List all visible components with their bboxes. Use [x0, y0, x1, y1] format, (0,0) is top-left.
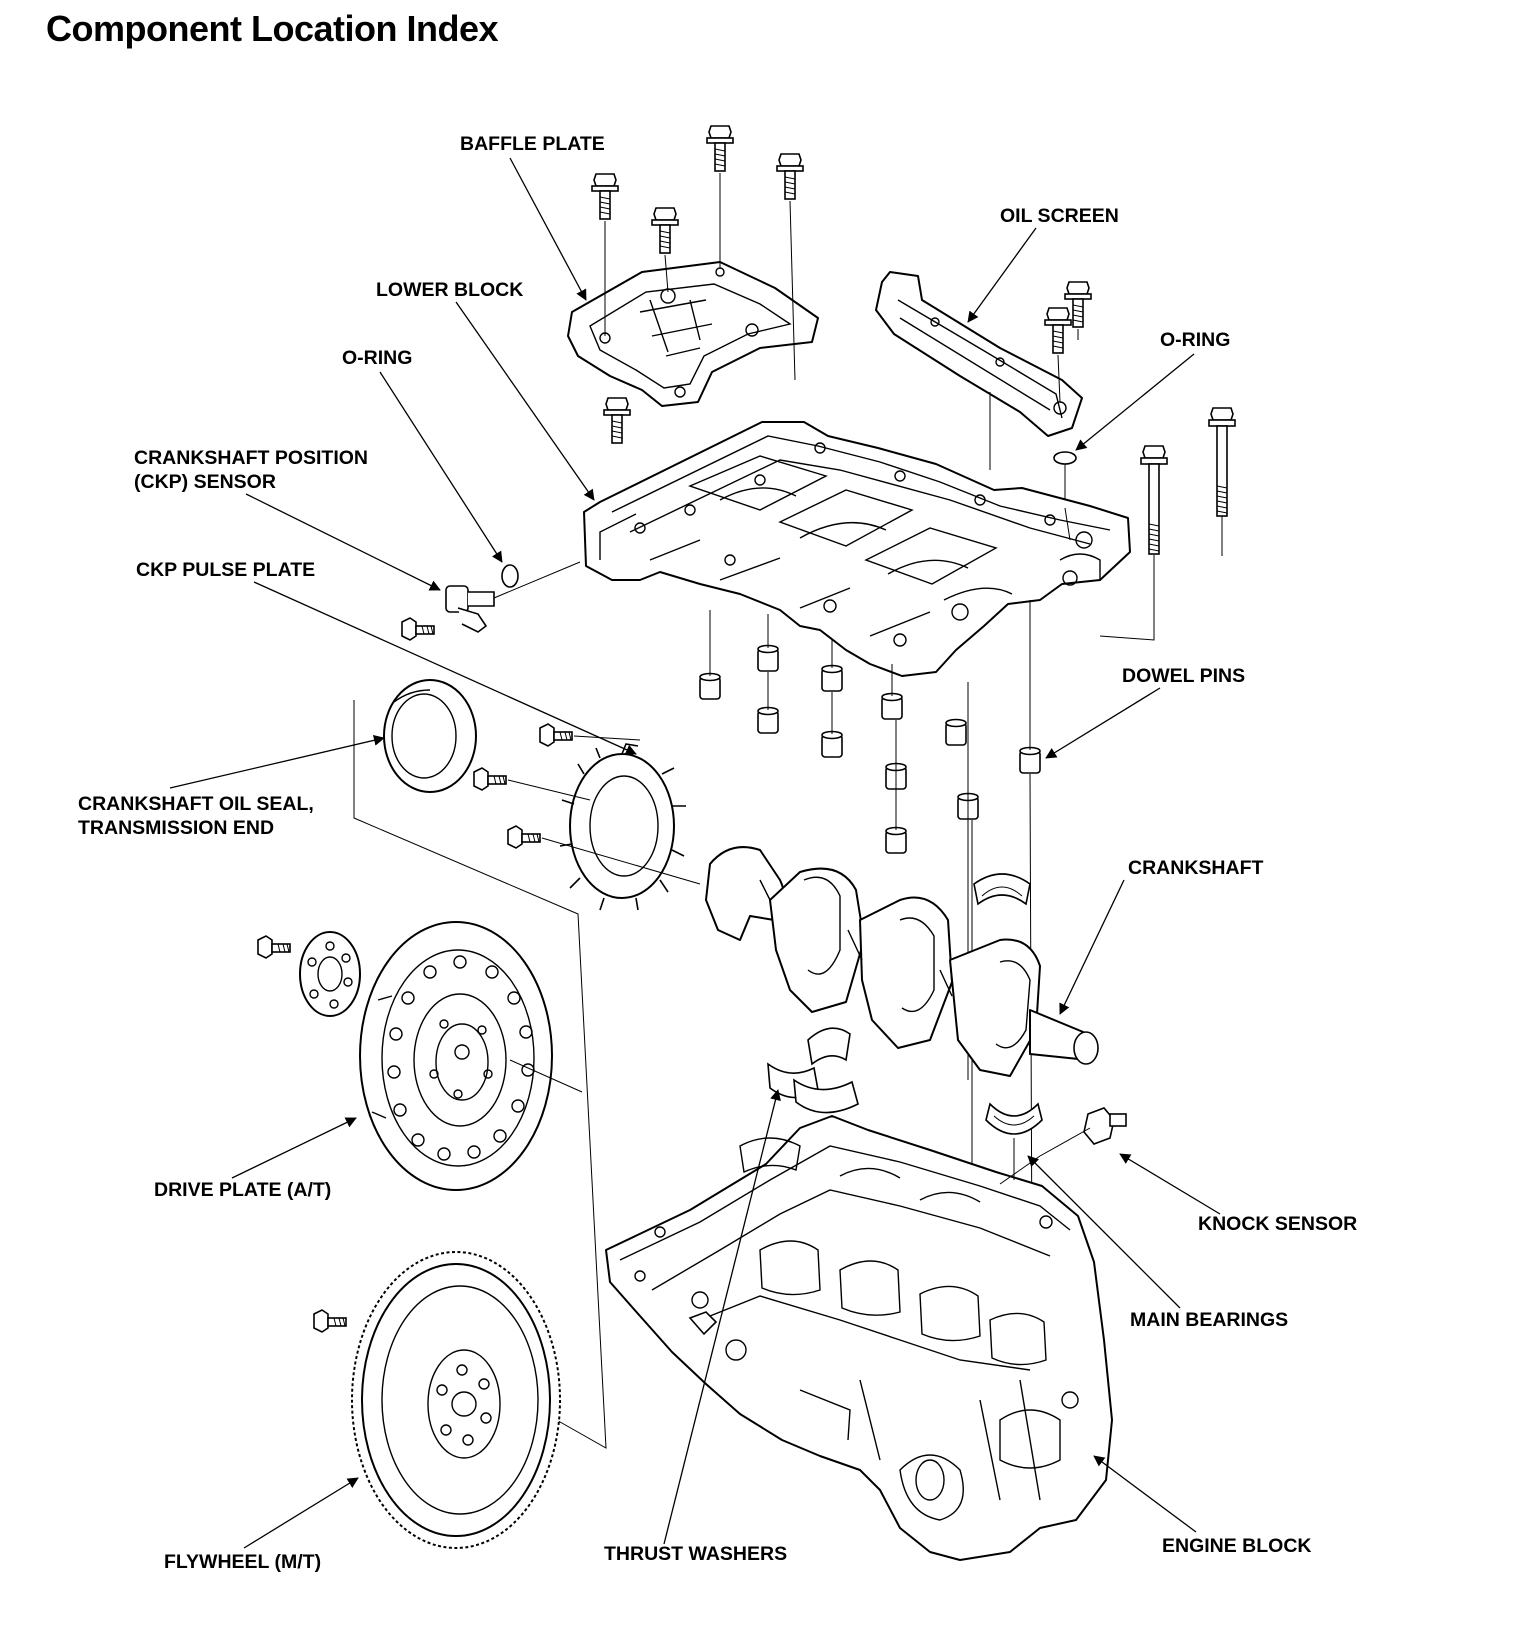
label-lower-block: LOWER BLOCK: [376, 279, 523, 301]
lower-block-bolt-left: [603, 397, 631, 444]
baffle-plate-drawing: [567, 261, 819, 407]
ckp-sensor-bolt: [401, 617, 435, 641]
o-ring-right-drawing: [1053, 451, 1077, 465]
drive-plate-drawing: [359, 921, 553, 1191]
thrust-washers-drawing: [767, 1027, 859, 1114]
flywheel-drawing: [351, 1251, 561, 1549]
ckp-pulse-plate-drawing: [559, 743, 686, 911]
o-ring-left-drawing: [501, 564, 519, 588]
oil-screen-bolts: [1044, 281, 1092, 403]
label-flywheel: FLYWHEEL (M/T): [164, 1551, 321, 1573]
flywheel-bolt: [313, 1309, 347, 1333]
label-engine-block: ENGINE BLOCK: [1162, 1535, 1312, 1557]
oil-seal-leader-box: [353, 700, 607, 1449]
label-oil-seal-line2: TRANSMISSION END: [78, 817, 274, 839]
label-ckp-sensor-line2: (CKP) SENSOR: [134, 471, 276, 493]
leader-lines: [169, 157, 1221, 1549]
label-o-ring-right: O-RING: [1160, 329, 1230, 351]
lower-block-long-bolts: [1140, 407, 1236, 555]
crankshaft-oil-seal-drawing: [383, 679, 477, 793]
label-drive-plate: DRIVE PLATE (A/T): [154, 1179, 331, 1201]
label-ckp-sensor-line1: CRANKSHAFT POSITION: [134, 447, 368, 469]
main-bearing-upper: [973, 873, 1031, 905]
label-ckp-pulse-plate: CKP PULSE PLATE: [136, 559, 315, 581]
label-knock-sensor: KNOCK SENSOR: [1198, 1213, 1357, 1235]
label-thrust-washers: THRUST WASHERS: [604, 1543, 787, 1565]
engine-block-drawing: [605, 1115, 1113, 1561]
label-baffle-plate: BAFFLE PLATE: [460, 133, 605, 155]
drive-plate-bolt: [257, 935, 291, 959]
label-o-ring-left: O-RING: [342, 347, 412, 369]
main-bearing-lower: [985, 1103, 1043, 1135]
oil-screen-drawing: [875, 271, 1083, 437]
crankshaft-drawing: [705, 846, 1099, 1077]
knock-sensor-drawing: [1039, 1107, 1127, 1157]
label-crankshaft: CRANKSHAFT: [1128, 857, 1263, 879]
lower-block-drawing: [583, 421, 1131, 677]
pulse-plate-bolt-2: [473, 767, 507, 791]
ckp-sensor-drawing: [445, 561, 581, 633]
label-oil-screen: OIL SCREEN: [1000, 205, 1119, 227]
label-oil-seal-line1: CRANKSHAFT OIL SEAL,: [78, 793, 314, 815]
drive-plate-washer: [299, 931, 361, 1017]
baffle-plate-bolts: [591, 125, 804, 381]
label-dowel-pins: DOWEL PINS: [1122, 665, 1245, 687]
pulse-plate-bolt-3: [507, 825, 541, 849]
label-main-bearings: MAIN BEARINGS: [1130, 1309, 1288, 1331]
page-title: Component Location Index: [46, 8, 499, 49]
pulse-plate-bolt-1: [539, 723, 573, 747]
